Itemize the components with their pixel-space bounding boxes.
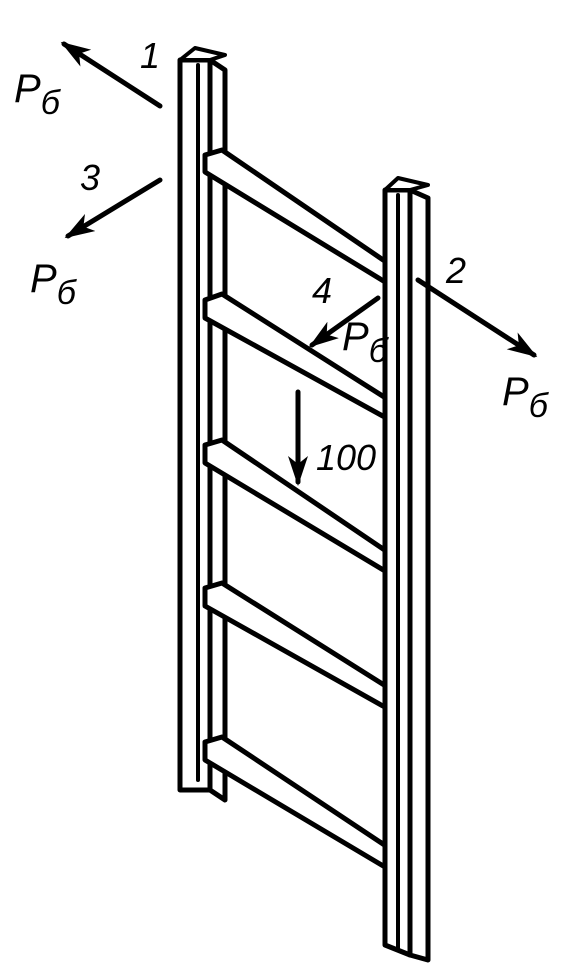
force-1-number: 1 bbox=[140, 35, 160, 76]
force-4-symbol-subscript: б bbox=[369, 332, 390, 370]
force-2-number: 2 bbox=[445, 250, 466, 291]
force-1-arrow bbox=[60, 41, 163, 109]
vertical-load-label: 100 bbox=[316, 437, 376, 478]
force-4-symbol-main: P bbox=[342, 315, 369, 359]
rung-4 bbox=[202, 580, 395, 713]
force-3-symbol: Pб bbox=[30, 257, 78, 312]
force-3-number: 3 bbox=[80, 157, 100, 198]
force-3-symbol-subscript: б bbox=[57, 274, 78, 312]
force-2-symbol: Pб bbox=[502, 370, 550, 425]
right-rail bbox=[382, 176, 431, 963]
force-1-symbol: Pб bbox=[14, 67, 62, 122]
force-1-symbol-main: P bbox=[14, 67, 41, 111]
rung-1 bbox=[202, 147, 395, 288]
force-4-symbol: Pб bbox=[342, 315, 390, 370]
force-2-arrow bbox=[415, 277, 538, 358]
rung-5 bbox=[202, 734, 395, 873]
force-3-arrow bbox=[64, 177, 163, 239]
force-1-symbol-subscript: б bbox=[41, 84, 62, 122]
force-2-symbol-subscript: б bbox=[529, 387, 550, 425]
force-4-arrow bbox=[308, 295, 381, 348]
force-4-number: 4 bbox=[312, 270, 332, 311]
force-2-symbol-main: P bbox=[502, 370, 529, 414]
force-3-symbol-main: P bbox=[30, 257, 57, 301]
rungs bbox=[202, 147, 395, 873]
